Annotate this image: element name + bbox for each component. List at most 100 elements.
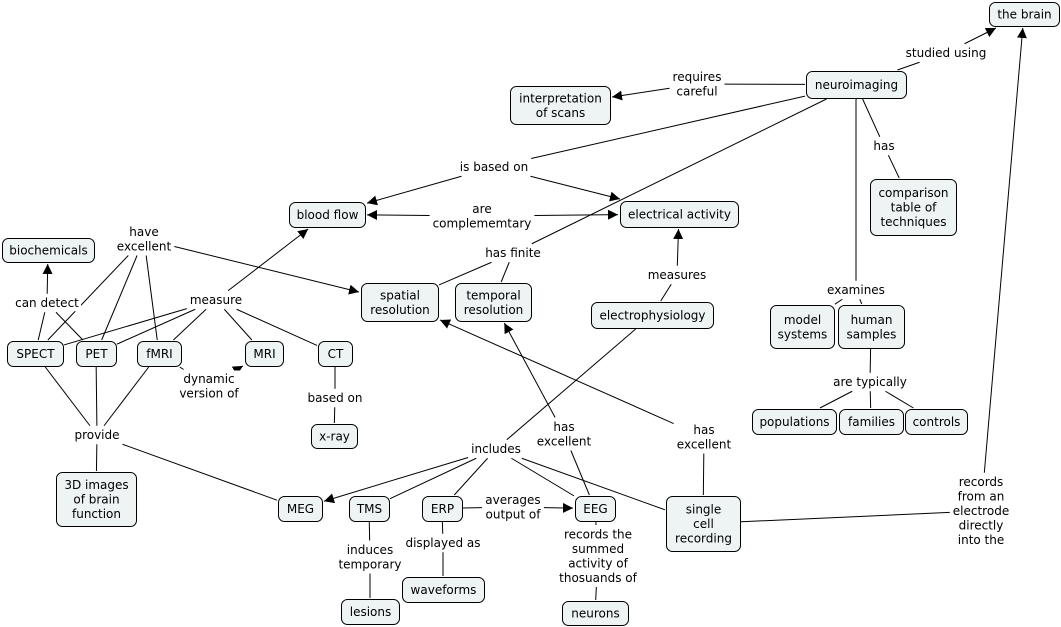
concept-populations-box[interactable] [752,409,837,435]
linking-phrase-line: are [472,202,491,216]
concept-controls-box[interactable] [905,409,968,435]
concept-lesions[interactable]: lesions [341,599,400,625]
concept-biochemicals-box[interactable] [2,238,95,263]
concept-spatial-line: resolution [370,303,430,317]
concept-neurons-text: neurons [571,607,619,621]
concept-tms[interactable]: TMS [349,496,390,522]
concept-eeg-box[interactable] [575,496,616,522]
concept-families-box[interactable] [839,409,904,435]
concept-single-cell-box[interactable] [666,496,741,552]
linking-phrase-text: has [873,139,894,153]
concept-xray-box[interactable] [311,424,358,449]
concept-pet-box[interactable] [76,341,117,367]
linking-phrase-text: examines [827,283,885,297]
concept-spatial-box[interactable] [361,283,439,322]
concept-tms-text: TMS [356,502,382,516]
concept-meg[interactable]: MEG [278,496,323,522]
concept-biochemicals[interactable]: biochemicals [2,238,95,263]
connection-spect-to-provide [44,366,91,427]
concept-spect[interactable]: SPECT [7,341,64,367]
concept-pet[interactable]: PET [76,341,117,367]
concept-meg-line: MEG [287,502,314,516]
linking-phrase-line: studied using [906,46,987,60]
linking-phrase-line: summed [572,542,624,556]
concept-neuroimaging[interactable]: neuroimaging [806,71,907,99]
concept-blood-flow[interactable]: blood flow [289,202,366,228]
concept-erp-box[interactable] [422,496,463,522]
concept-waveforms-box[interactable] [402,577,485,603]
concept-meg-box[interactable] [278,496,323,522]
concept-ct-line: CT [328,347,344,361]
linking-phrase-text: is based on [460,160,528,174]
concept-brain-box[interactable] [989,2,1060,27]
concept-temporal-box[interactable] [455,283,532,322]
connection-ct-to-measure [236,308,318,346]
concept-populations[interactable]: populations [752,409,837,435]
linking-phrase-line: excellent [537,434,592,448]
concept-brain-line: the brain [997,8,1051,22]
linking-phrase-line: version of [179,386,239,400]
concept-ct-box[interactable] [318,341,353,367]
linking-phrase-bg [305,389,365,407]
concept-tms-box[interactable] [349,496,390,522]
concept-fmri[interactable]: fMRI [137,341,182,367]
concept-neurons-box[interactable] [562,601,629,626]
linking-phrase-is-based-on: is based on [457,158,531,176]
concept-blood-flow-box[interactable] [289,202,366,228]
concept-interpretation-box[interactable] [510,86,611,125]
linking-phrase-bg [403,534,483,552]
concept-mri[interactable]: MRI [245,341,284,367]
concept-human-samples-box[interactable] [838,305,905,349]
concept-eeg[interactable]: EEG [575,496,616,522]
concept-fmri-box[interactable] [137,341,182,367]
concept-families-text: families [848,415,895,429]
concept-neuroimaging-box[interactable] [806,71,907,99]
linking-phrase-displayed-as: displayed as [403,534,483,552]
concept-ct[interactable]: CT [318,341,353,367]
linking-phrase-line: measures [648,268,707,282]
linking-phrase-bg [187,291,245,309]
concept-lesions-box[interactable] [341,599,400,625]
concept-families[interactable]: families [839,409,904,435]
connection-spect-to-can-detect [37,312,46,341]
connection-pet-to-have-excellent [101,255,138,341]
concept-erp[interactable]: ERP [422,496,463,522]
concept-electrophysiology-box[interactable] [591,302,714,329]
concept-controls[interactable]: controls [905,409,968,435]
concept-model-systems-box[interactable] [770,305,835,349]
concept-images3d-box[interactable] [56,472,137,527]
concept-waveforms[interactable]: waveforms [402,577,485,603]
concept-comparison-box[interactable] [870,179,957,236]
concept-mri-box[interactable] [245,341,284,367]
concept-electrical[interactable]: electrical activity [620,201,739,228]
linking-phrase-line: averages [485,493,540,507]
concept-brain[interactable]: the brain [989,2,1060,27]
concept-electrophysiology[interactable]: electrophysiology [591,302,714,329]
linking-phrase-bg [483,491,543,523]
connection-has-excellent-eeg-to-temporal [503,322,556,418]
concept-spect-box[interactable] [7,341,64,367]
linking-phrase-bg [483,244,543,262]
concept-xray[interactable]: x-ray [311,424,358,449]
connection-electrophysiology-to-measures [660,283,672,302]
linking-phrase-line: complememtary [433,216,532,230]
connection-averages-output-of-to-eeg [543,502,574,513]
concept-neurons[interactable]: neurons [562,601,629,626]
linking-phrase-line: dynamic [183,372,234,386]
concept-electrical-box[interactable] [620,201,739,228]
